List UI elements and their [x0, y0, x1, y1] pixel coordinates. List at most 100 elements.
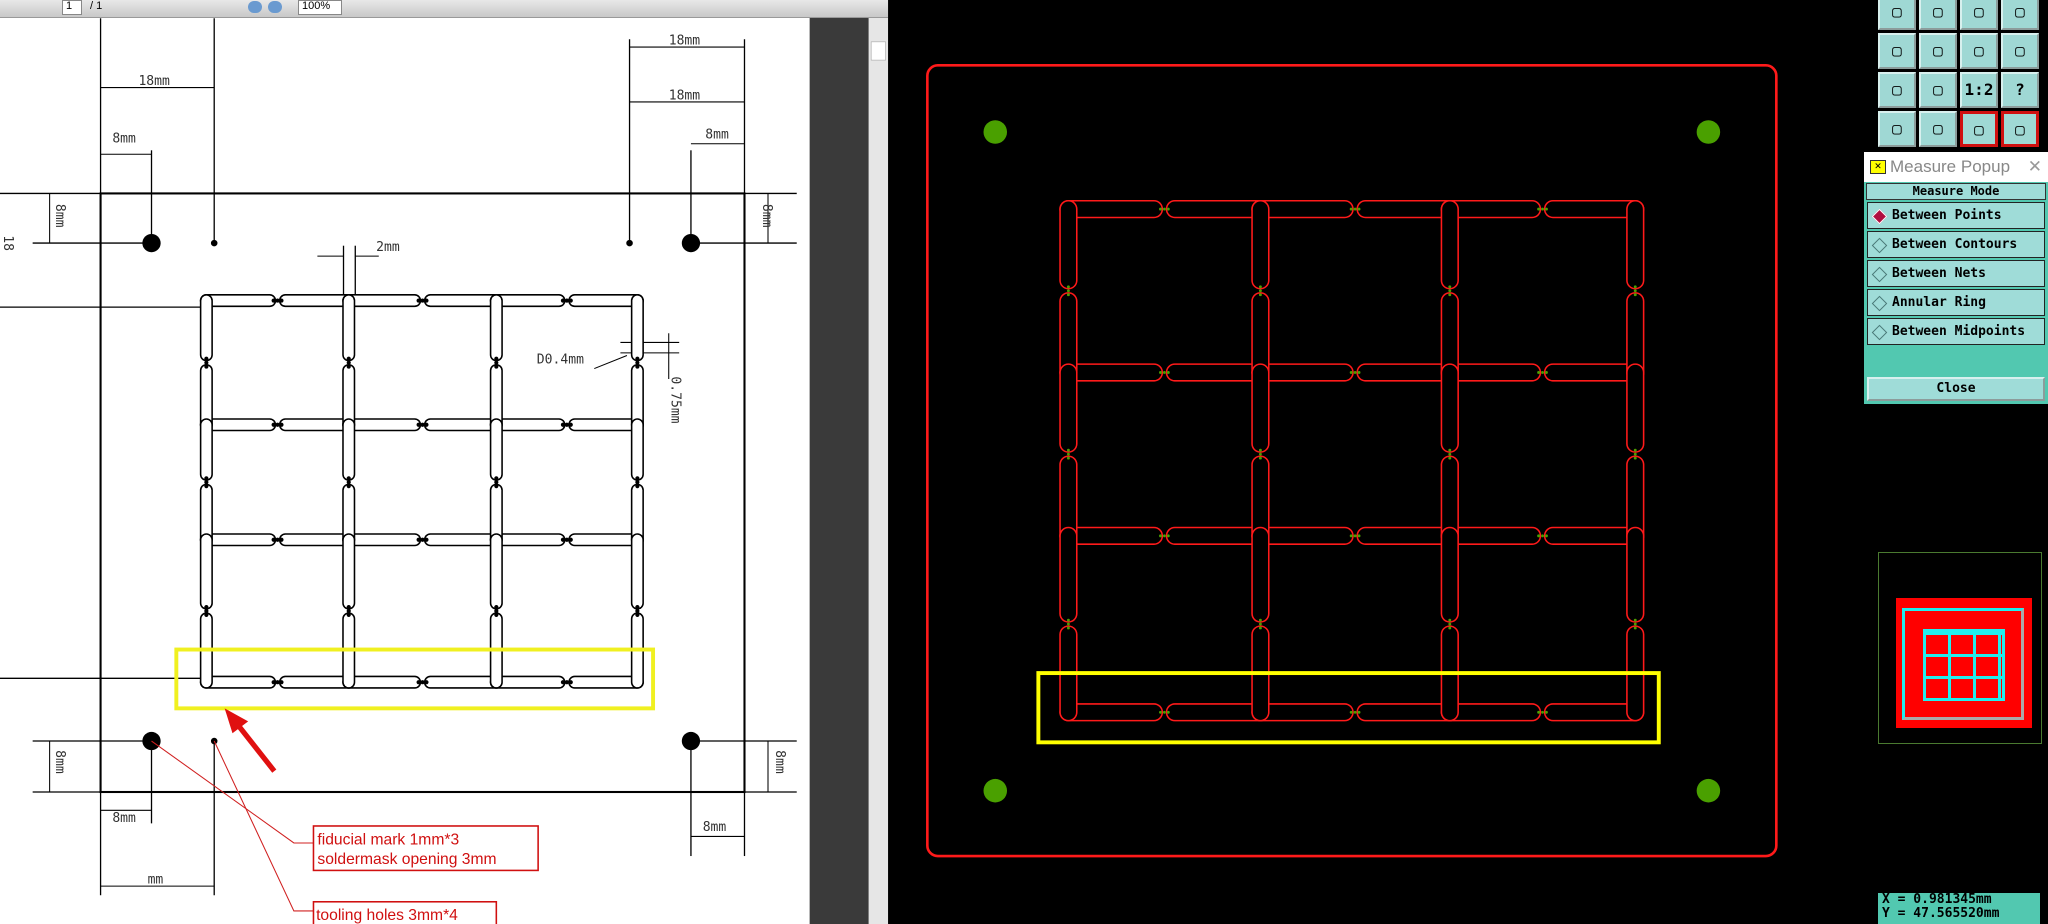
zoom-fit-icon[interactable]: ▢ [1878, 72, 1916, 108]
breakout-hole [568, 298, 573, 303]
fiducials [983, 120, 1721, 803]
zoom-input[interactable]: 100% [298, 0, 342, 15]
breakout-hole [1349, 534, 1353, 538]
breakout-hole [564, 422, 569, 427]
net-highlight-icon[interactable]: ▢ [1960, 111, 1998, 147]
zoom-out-icon[interactable] [248, 1, 262, 13]
save-icon[interactable]: ▢ [1878, 0, 1916, 30]
breakout-hole [568, 680, 573, 685]
scrollbar-up-button[interactable] [870, 41, 886, 61]
close-button[interactable]: Close [1867, 377, 2045, 401]
breakout-hole [494, 360, 499, 365]
breakout-hole [271, 298, 276, 303]
measure-option[interactable]: Between Nets [1867, 260, 2045, 287]
down-arrow-icon[interactable]: ▢ [1919, 0, 1957, 30]
close-icon[interactable]: ✕ [2027, 157, 2042, 176]
breakout-hole [204, 608, 209, 614]
breakout-hole [1166, 371, 1170, 374]
breakout-hole [271, 422, 276, 427]
breakout-hole [564, 298, 569, 303]
dim-label: 18 [0, 235, 15, 251]
breakout-hole [1066, 452, 1070, 456]
fiducial-pad [983, 778, 1008, 803]
page-number-input[interactable]: 1 [62, 0, 82, 15]
radio-diamond-icon[interactable] [1871, 266, 1888, 283]
breakout-hole [1066, 293, 1070, 297]
breakout-hole [1258, 618, 1262, 622]
zoom-in-icon[interactable] [268, 1, 282, 13]
measure-option[interactable]: Between Contours [1867, 231, 2045, 258]
breakout-hole [1166, 710, 1170, 714]
radio-diamond-icon[interactable] [1871, 295, 1888, 312]
breakout-hole [1545, 207, 1548, 211]
pan-right-icon[interactable]: ▢ [1919, 33, 1957, 69]
callout-leaders [151, 740, 314, 912]
callout-text: soldermask opening 3mm [317, 851, 496, 868]
breakout-hole [346, 604, 351, 610]
tools-icon[interactable]: ▢ [1878, 111, 1916, 147]
dim-label: 8mm [772, 750, 787, 774]
measure-icon[interactable]: ▢ [1919, 111, 1957, 147]
option-label: Between Midpoints [1892, 324, 2026, 339]
breakout-hole [424, 537, 429, 542]
home-icon[interactable]: ▢ [1960, 0, 1998, 30]
breakout-hole [204, 364, 209, 369]
breakout-hole [635, 356, 640, 361]
cad-canvas[interactable] [888, 0, 1862, 924]
breakout-hole [635, 608, 640, 614]
breakout-hole [1066, 626, 1070, 630]
breakout-hole [1258, 626, 1262, 630]
overview-map[interactable] [1878, 552, 2042, 744]
measure-option[interactable]: Between Points [1867, 202, 2045, 229]
breakout-hole [1162, 534, 1166, 538]
dimension-labels: 18mm 18mm 18mm 8mm 8mm 8mm 8mm 18 2mm D0… [0, 33, 787, 887]
breakout-hole [424, 298, 429, 303]
radio-diamond-icon[interactable] [1871, 208, 1888, 225]
breakout-hole [1357, 534, 1361, 538]
dim-label: 8mm [112, 131, 136, 146]
breakout-hole [1353, 371, 1357, 374]
breakout-hole [635, 480, 640, 485]
coordinate-readout: X = 0.981345mm Y = 47.565520mm [1878, 893, 2040, 924]
net-highlight-alt-icon[interactable]: ▢ [2001, 111, 2039, 147]
window-icon: ✕ [1870, 160, 1886, 174]
breakout-hole [346, 360, 351, 365]
pan-left-icon[interactable]: ▢ [1878, 33, 1916, 69]
help-icon[interactable]: ? [2001, 72, 2039, 108]
xy-grid-icon[interactable]: ▢ [2001, 0, 2039, 30]
highlight-box [174, 647, 656, 711]
breakout-hole [346, 476, 351, 481]
measure-option[interactable]: Between Midpoints [1867, 318, 2045, 345]
breakout-hole [494, 612, 499, 618]
breakout-hole [1066, 622, 1070, 626]
snake-icon[interactable]: ▢ [2001, 33, 2039, 69]
zoom-center-icon[interactable]: ▢ [1919, 72, 1957, 108]
breakout-hole [1448, 456, 1452, 460]
breakout-hole [1258, 448, 1262, 452]
breakout-hole [1545, 534, 1548, 538]
breakout-hole [1357, 371, 1361, 374]
radio-diamond-icon[interactable] [1871, 324, 1888, 341]
breakout-hole [1633, 456, 1637, 460]
breakout-hole [416, 422, 421, 427]
measure-popup: ✕ Measure Popup ✕ Measure Mode Between P… [1864, 152, 2048, 404]
breakout-hole [1353, 207, 1357, 211]
undo-view-icon[interactable]: ▢ [1960, 33, 1998, 69]
breakout-hole [1159, 710, 1162, 714]
scale-icon[interactable]: 1:2 [1960, 72, 1998, 108]
radio-diamond-icon[interactable] [1871, 237, 1888, 254]
overview-grid [1923, 629, 2005, 701]
dimension-arrows [49, 46, 769, 887]
dim-label: 18mm [138, 74, 170, 89]
breakout-hole [1162, 710, 1166, 714]
breakout-hole [1633, 622, 1637, 626]
breakout-hole [560, 422, 566, 427]
breakout-hole [1448, 626, 1452, 630]
overview-board [1896, 598, 2032, 728]
pdf-scrollbar[interactable] [868, 0, 889, 924]
breakout-hole [1159, 207, 1162, 211]
breakout-hole [1633, 626, 1637, 630]
breakout-hole [424, 680, 429, 685]
breakout-hole [279, 680, 284, 685]
measure-option[interactable]: Annular Ring [1867, 289, 2045, 316]
